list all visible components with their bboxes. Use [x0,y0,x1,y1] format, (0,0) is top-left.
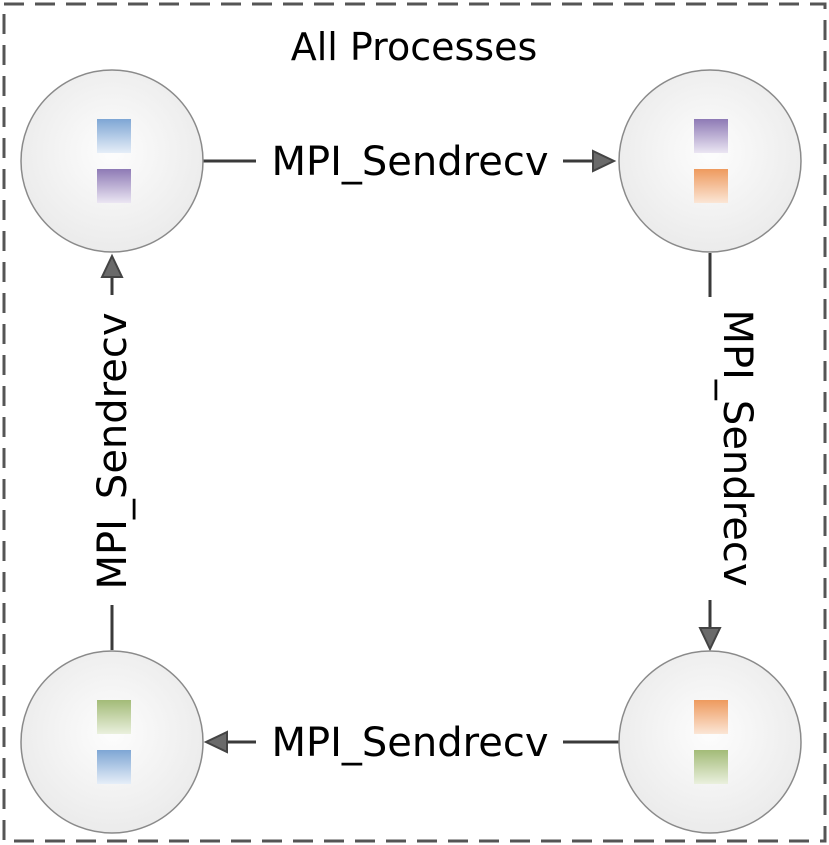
process-node-bottom-left [20,650,204,834]
data-block-purple [694,119,728,153]
data-block-orange [694,700,728,734]
process-circle [20,69,204,253]
edge-bottom-right-to-bottom-left: MPI_Sendrecv [203,720,620,766]
arrowhead-icon [203,730,228,754]
data-block-green [694,750,728,784]
process-node-top-right [618,69,802,253]
edge-label: MPI_Sendrecv [90,312,136,589]
data-block-orange [694,169,728,203]
edge-label: MPI_Sendrecv [271,139,548,185]
data-block-blue [97,750,131,784]
process-node-top-left [20,69,204,253]
edge-top-left-to-top-right: MPI_Sendrecv [203,139,617,185]
arrowhead-icon [100,253,124,278]
data-block-green [97,700,131,734]
edge-bottom-left-to-top-left: MPI_Sendrecv [90,253,136,650]
data-block-purple [97,169,131,203]
arrowhead-icon [592,149,617,173]
edge-label: MPI_Sendrecv [271,720,548,766]
edge-label: MPI_Sendrecv [714,309,760,586]
process-circle [618,69,802,253]
frame-title: All Processes [291,25,538,69]
process-circle [20,650,204,834]
arrowhead-icon [698,627,722,652]
data-block-blue [97,119,131,153]
edge-top-right-to-bottom-right: MPI_Sendrecv [698,253,760,652]
process-node-bottom-right [618,650,802,834]
process-circle [618,650,802,834]
